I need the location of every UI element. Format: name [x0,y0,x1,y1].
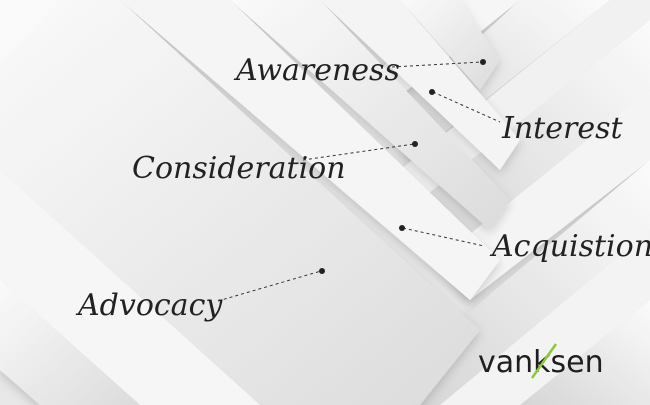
label-acquisition: Acquistion [489,229,650,264]
brand-accent-mark [530,343,558,379]
connector-consideration [302,141,418,161]
label-awareness: Awareness [233,53,400,88]
label-consideration: Consideration [132,151,346,186]
brand-logo-text: vanksen [478,345,604,380]
brand-logo: vanksen [478,343,604,380]
connector-acquisition [399,225,485,247]
connector-interest [429,89,501,123]
connector-advocacy [217,268,325,302]
label-advocacy: Advocacy [75,288,223,323]
label-interest: Interest [501,111,623,146]
connector-awareness [391,59,486,68]
